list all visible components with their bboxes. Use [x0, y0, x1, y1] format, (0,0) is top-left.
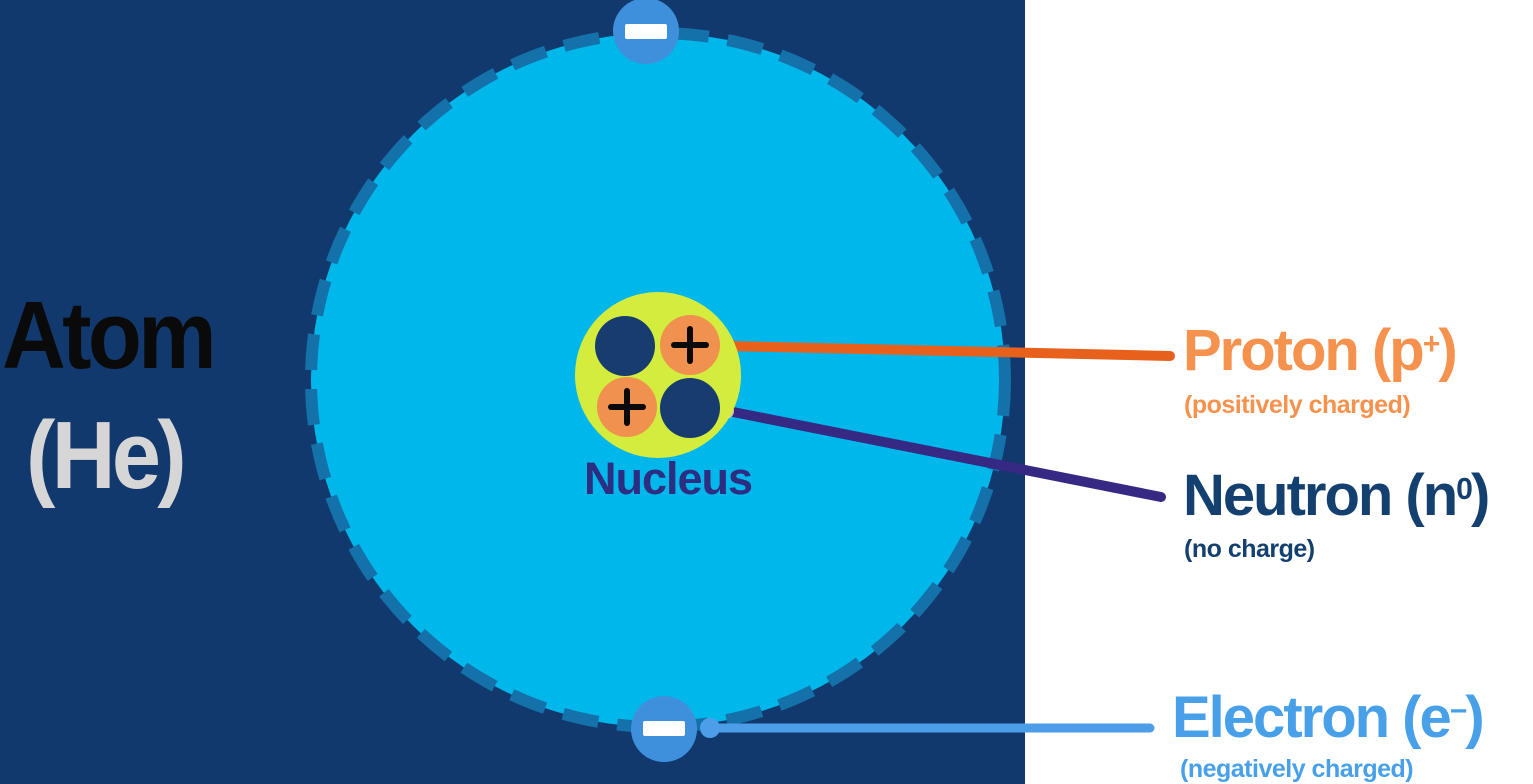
electron-sublabel: (negatively charged) [1180, 755, 1414, 783]
electron-bottom [631, 696, 697, 762]
minus-icon [643, 721, 685, 736]
neutron-sublabel: (no charge) [1184, 535, 1315, 563]
proton-label-suffix: ) [1438, 318, 1457, 383]
nucleus-group [575, 292, 741, 458]
nucleus-label: Nucleus [583, 453, 753, 504]
electron-label-suffix: ) [1465, 685, 1484, 750]
element-symbol: (He) [26, 402, 187, 509]
page-title: Atom [2, 282, 217, 389]
neutron-leader-line [723, 406, 1166, 502]
neutron-label-suffix: ) [1470, 463, 1490, 528]
proton-label-text: Proton (p [1183, 318, 1425, 383]
neutron-label: Neutron (n0) [1183, 467, 1490, 525]
neutron-label-superscript: 0 [1456, 473, 1473, 507]
proton-sublabel: (positively charged) [1184, 391, 1411, 419]
plus-icon [671, 326, 709, 364]
neutron-particle [660, 378, 720, 438]
neutron-particle [595, 316, 655, 376]
nucleus-circle [575, 292, 741, 458]
electron-leader-dot [700, 718, 720, 738]
electron-label-superscript: − [1449, 695, 1468, 729]
minus-icon [625, 24, 667, 39]
neutron-label-text: Neutron (n [1183, 463, 1458, 528]
proton-label: Proton (p+) [1183, 322, 1458, 380]
electron-label: Electron (e−) [1172, 689, 1485, 747]
electron-label-text: Electron (e [1172, 685, 1452, 750]
proton-leader-line [722, 341, 1175, 361]
plus-icon [608, 388, 646, 426]
electron-top [613, 0, 679, 64]
proton-label-superscript: + [1422, 328, 1441, 362]
